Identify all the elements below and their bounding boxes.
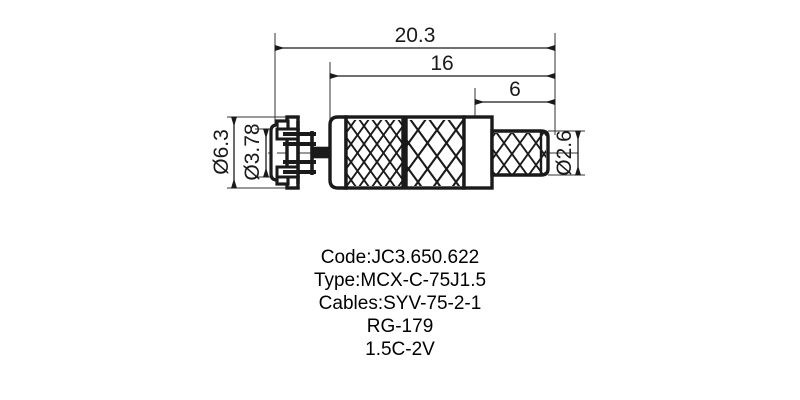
spec-line-cables: Cables:SYV-75-2-1 <box>318 293 482 314</box>
knurled-grip-section-primary <box>344 115 405 190</box>
knurled-grip-section-secondary <box>404 115 466 190</box>
dimension-label-inner-coupling-diameter: Ø3.78 <box>241 123 264 180</box>
dimension-label-cable-crimp-diameter: Ø2.6 <box>553 130 576 176</box>
dimension-label-outer-flange-diameter: Ø6.3 <box>210 129 233 175</box>
dimension-body-length: 16 <box>329 52 556 80</box>
dimension-label-body-length: 16 <box>430 52 453 75</box>
dimension-inner-coupling-diameter: Ø3.78 <box>241 123 270 181</box>
spec-line-cable-15c2v: 1.5C-2V <box>365 339 435 360</box>
spec-line-cable-rg179: RG-179 <box>366 316 434 337</box>
dimension-crimp-length: 6 <box>474 78 556 106</box>
dimension-overall-length: 20.3 <box>274 24 556 52</box>
dimension-label-crimp-length: 6 <box>509 78 521 101</box>
connector-rear-flange <box>462 115 494 190</box>
spec-line-code: Code:JC3.650.622 <box>320 247 480 268</box>
connector-mating-interface <box>269 115 334 190</box>
connector-body-shell <box>328 115 348 190</box>
dimension-label-overall-length: 20.3 <box>395 24 436 47</box>
dimension-cable-crimp-diameter: Ø2.6 <box>553 130 582 176</box>
cable-crimp-barrel <box>490 129 550 177</box>
spec-line-type: Type:MCX-C-75J1.5 <box>313 270 487 291</box>
dimension-outer-flange-diameter: Ø6.3 <box>210 116 238 189</box>
